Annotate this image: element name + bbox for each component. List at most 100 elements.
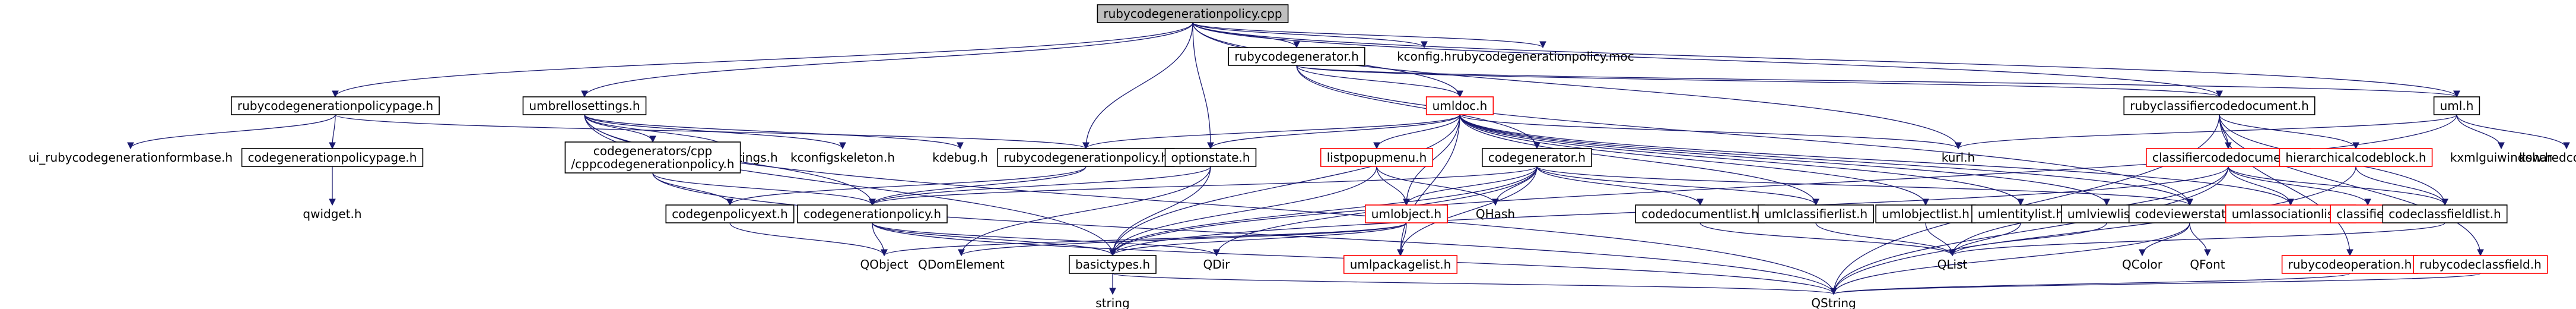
node-label: QDir [1203,257,1231,272]
node-qlist[interactable]: QList [1937,257,1968,272]
edge-n31-n43 [1925,222,1956,257]
edge-n30-n43 [1815,222,1956,257]
node-codegenerators-cpp-cppcodegenerationpolicy-h[interactable]: codegenerators/cpp/cppcodegenerationpoli… [564,141,741,174]
node-label: rubyclassifiercodedocument.h [2130,99,2309,113]
node-rubycodegenerationpolicypage-h[interactable]: rubycodegenerationpolicypage.h [231,96,440,115]
node-box [2433,96,2480,115]
node-label: ksharedconfig.h [2519,150,2576,165]
edge-n5-n13 [584,114,964,150]
node-box [2123,96,2315,115]
edge-n32-n43 [1949,222,2021,257]
node-rubycodegenerationpolicy-h[interactable]: rubycodegenerationpolicy.h [997,148,1175,167]
node-box [2279,148,2433,167]
node-rubycodeoperation-h[interactable]: rubycodeoperation.h [2281,255,2419,274]
node-umlclassifierlist-h[interactable]: umlclassifierlist.h [1757,204,1875,223]
node-qhash[interactable]: QHash [1476,207,1515,221]
node-label: codegenerator.h [1488,150,1586,165]
node-rubycodegenerator-h[interactable]: rubycodegenerator.h [1228,47,1365,66]
node-rubycodeclassfield-h[interactable]: rubycodeclassfield.h [2413,255,2548,274]
node-label: codegenerationpolicy.h [803,207,941,221]
node-box [1482,148,1592,167]
node-umlobject-h[interactable]: umlobject.h [1365,204,1448,223]
node-label: rubycodegenerationpolicy.cpp [1103,7,1282,21]
edge-n0-n15 [1082,22,1193,150]
node-kurl-h[interactable]: kurl.h [1942,150,1975,165]
node-qcolor[interactable]: QColor [2122,257,2163,272]
edge-n20-n35 [2228,166,2294,206]
edge-n18-n30 [1536,166,1819,206]
node-rubycodegenerationpolicy-cpp[interactable]: rubycodegenerationpolicy.cpp [1097,4,1289,23]
node-qdomelement[interactable]: QDomElement [918,257,1005,272]
node-label: rubycodegenerationpolicy.moc [1451,49,1634,64]
node-label: classifiercodedocument.h [2152,150,2304,165]
node-rubyclassifiercodedocument-h[interactable]: rubyclassifiercodedocument.h [2123,96,2315,115]
node-box [2281,255,2419,274]
node-umlpackagelist-h[interactable]: umlpackagelist.h [1343,255,1458,274]
node-label: codegenerationpolicypage.h [248,150,417,165]
node-box [1343,255,1458,274]
node-codegenerationpolicy-h[interactable]: codegenerationpolicy.h [797,204,948,223]
node-label: codegenerators/cpp [593,144,713,158]
node-kdebug-h[interactable]: kdebug.h [932,150,988,165]
edge-n6-n40 [1109,114,1460,257]
node-ksharedconfig-h[interactable]: ksharedconfig.h [2519,150,2576,165]
edge-n6-n17 [1373,114,1460,150]
node-umldoc-h[interactable]: umldoc.h [1425,96,1494,115]
node-kxmlguiwindow-h[interactable]: kxmlguiwindow.h [2450,150,2552,165]
edge-n18-n34 [1536,166,2193,206]
node-label: QList [1937,257,1968,272]
node-box [1425,96,1494,115]
node-umlentitylist-h[interactable]: umlentitylist.h [1971,204,2070,223]
node-box [1097,4,1289,23]
node-qdir[interactable]: QDir [1203,257,1231,272]
node-box [522,96,647,115]
edge-n25-n38 [729,222,888,257]
node-qwidget-h[interactable]: qwidget.h [303,207,361,221]
node-label: kurl.h [1942,150,1975,165]
node-qstring[interactable]: QString [1811,296,1856,309]
node-qfont[interactable]: QFont [2190,257,2225,272]
node-label: umlclassifierlist.h [1764,207,1867,221]
node-box [564,141,741,174]
node-umbrellosettings-h[interactable]: umbrellosettings.h [522,96,647,115]
edge-n27-n39 [958,222,1407,257]
node-codegenpolicyext-h[interactable]: codegenpolicyext.h [665,204,795,223]
node-basictypes-h[interactable]: basictypes.h [1069,255,1157,274]
node-codegenerator-h[interactable]: codegenerator.h [1482,148,1592,167]
edge-n0-n3 [1192,22,1546,49]
edge-n0-n4 [332,22,1193,98]
node-umlobjectlist-h[interactable]: umlobjectlist.h [1875,204,1976,223]
edge-n7-n47 [2219,114,2484,257]
edge-n0-n2 [1192,22,1428,49]
edge-n18-n40 [1109,166,1538,257]
edge-n7-n46 [2219,114,2353,257]
node-kconfigskeleton-h[interactable]: kconfigskeleton.h [790,150,895,165]
node-box [997,148,1175,167]
edge-n21-n49 [1830,166,2356,295]
node-uml-h[interactable]: uml.h [2433,96,2480,115]
node-codedocumentlist-h[interactable]: codedocumentlist.h [1635,204,1765,223]
node-ui-rubycodegenerationformbase-h[interactable]: ui_rubycodegenerationformbase.h [28,150,233,165]
edge-n21-n37 [2355,166,2448,206]
node-kconfig-h[interactable]: kconfig.h [1397,49,1451,64]
edge-n17-n28 [1376,166,1499,206]
node-string[interactable]: string [1095,296,1129,309]
edge-n18-n42 [1397,166,1538,257]
edges-layer [127,22,2570,295]
node-listpopupmenu-h[interactable]: listpopupmenu.h [1320,148,1434,167]
node-box [1635,204,1765,223]
node-hierarchicalcodeblock-h[interactable]: hierarchicalcodeblock.h [2279,148,2433,167]
node-optionstate-h[interactable]: optionstate.h [1164,148,1257,167]
node-box [797,204,948,223]
edge-n0-n1 [1192,22,1300,49]
node-rubycodegenerationpolicy-moc[interactable]: rubycodegenerationpolicy.moc [1451,49,1634,64]
edge-n8-n40 [1109,114,2457,257]
node-codeclassfieldlist-h[interactable]: codeclassfieldlist.h [2382,204,2508,223]
edge-n4-n9 [127,114,336,150]
edge-n0-n8 [1192,22,2460,98]
node-qobject[interactable]: QObject [860,257,909,272]
edge-n6-n19 [1459,114,1962,150]
node-codegenerationpolicypage-h[interactable]: codegenerationpolicypage.h [241,148,424,167]
edge-n5-n14 [584,114,656,143]
